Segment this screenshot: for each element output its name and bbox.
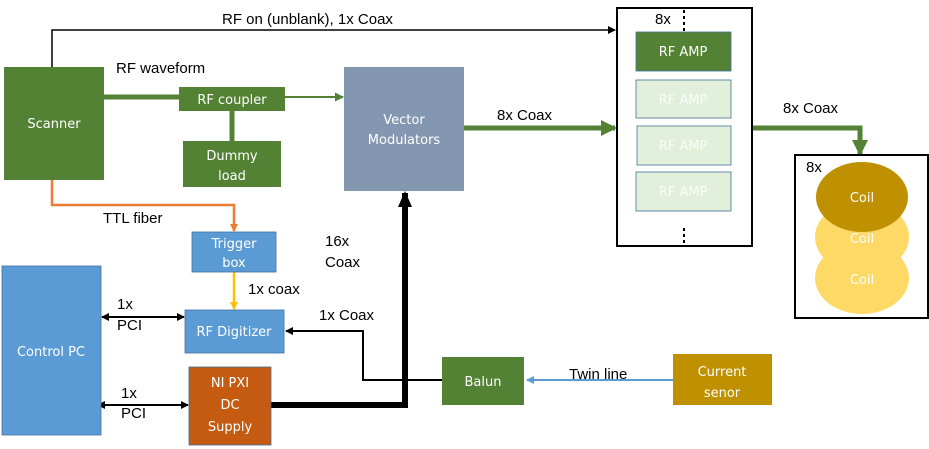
rf-amp-label: RF AMP — [659, 45, 708, 60]
trigger-box-label-1: Trigger — [211, 237, 257, 252]
vm-label-2: Modulators — [368, 133, 441, 148]
current-sensor-block: Current senor — [673, 354, 772, 405]
control-pc-block: Control PC — [1, 265, 102, 436]
balun-coax-label: 1x Coax — [319, 307, 375, 324]
dummy-load-label-2: load — [218, 169, 246, 184]
rf-on-label: RF on (unblank), 1x Coax — [222, 11, 393, 28]
ni-pxi-dc-supply-block: NI PXI DC Supply — [188, 366, 272, 446]
rf-amp-4: RF AMP — [635, 171, 732, 212]
sixteen-coax-label-2: Coax — [325, 254, 361, 271]
coil-count-label: 8x — [806, 159, 822, 176]
ni-pxi-label-3: Supply — [208, 420, 253, 435]
rf-coupler-block: RF coupler — [179, 87, 285, 111]
dummy-load-block: Dummy load — [183, 141, 281, 187]
twin-line-label: Twin line — [569, 366, 627, 383]
ttl-fiber-line — [50, 180, 238, 232]
amp-to-coil-line — [752, 125, 868, 156]
balun-label: Balun — [465, 375, 502, 390]
pci-2-label-1: 1x — [121, 385, 137, 402]
current-sensor-label-2: senor — [704, 386, 741, 401]
coil-label: Coil — [850, 232, 874, 247]
pci-1-label-2: PCI — [117, 317, 142, 334]
rf-waveform-label: RF waveform — [116, 60, 205, 77]
rf-amp-1: RF AMP — [635, 31, 732, 72]
vm-to-amp-label: 8x Coax — [497, 107, 553, 124]
rf-digitizer-block: RF Digitizer — [184, 309, 285, 354]
ttl-fiber-label: TTL fiber — [103, 210, 162, 227]
trigger-box-label-2: box — [222, 256, 246, 271]
pci-2-label-2: PCI — [121, 405, 146, 422]
vector-modulators-block: Vector Modulators — [344, 67, 464, 191]
rf-coupler-label: RF coupler — [197, 93, 267, 108]
rf-amp-group: 8x RF AMP RF AMP RF AMP RF AMP — [616, 7, 753, 247]
rf-amp-label: RF AMP — [659, 185, 708, 200]
dc-supply-16x-coax-line — [271, 191, 412, 408]
trigger-box-block: Trigger box — [191, 231, 277, 273]
scanner-block: Scanner — [4, 67, 104, 180]
control-pc-label: Control PC — [17, 345, 85, 360]
pci-1-label-1: 1x — [117, 296, 133, 313]
ni-pxi-label-1: NI PXI — [211, 376, 249, 391]
rf-amp-2: RF AMP — [635, 79, 732, 119]
rf-amp-3: RF AMP — [636, 125, 732, 166]
rf-amp-count-label: 8x — [655, 11, 671, 28]
coil-1: Coil — [816, 162, 908, 232]
vm-label-1: Vector — [383, 113, 425, 128]
rf-digitizer-label: RF Digitizer — [196, 325, 272, 340]
rf-amp-label: RF AMP — [659, 139, 708, 154]
dummy-load-label-1: Dummy — [206, 149, 258, 164]
balun-coax-line — [285, 327, 442, 381]
rf-amp-label: RF AMP — [659, 93, 708, 108]
rf-on-line — [51, 26, 616, 67]
scanner-label: Scanner — [27, 117, 81, 132]
coil-group: Coil Coil Coil 8x — [794, 154, 929, 319]
balun-block: Balun — [442, 357, 524, 405]
trigger-coax-label: 1x coax — [248, 281, 300, 298]
coil-label: Coil — [850, 273, 874, 288]
amp-to-coil-label: 8x Coax — [783, 100, 839, 117]
sixteen-coax-label-1: 16x — [325, 233, 350, 250]
ni-pxi-label-2: DC — [220, 398, 239, 413]
current-sensor-label-1: Current — [698, 365, 747, 380]
coil-label: Coil — [850, 191, 874, 206]
